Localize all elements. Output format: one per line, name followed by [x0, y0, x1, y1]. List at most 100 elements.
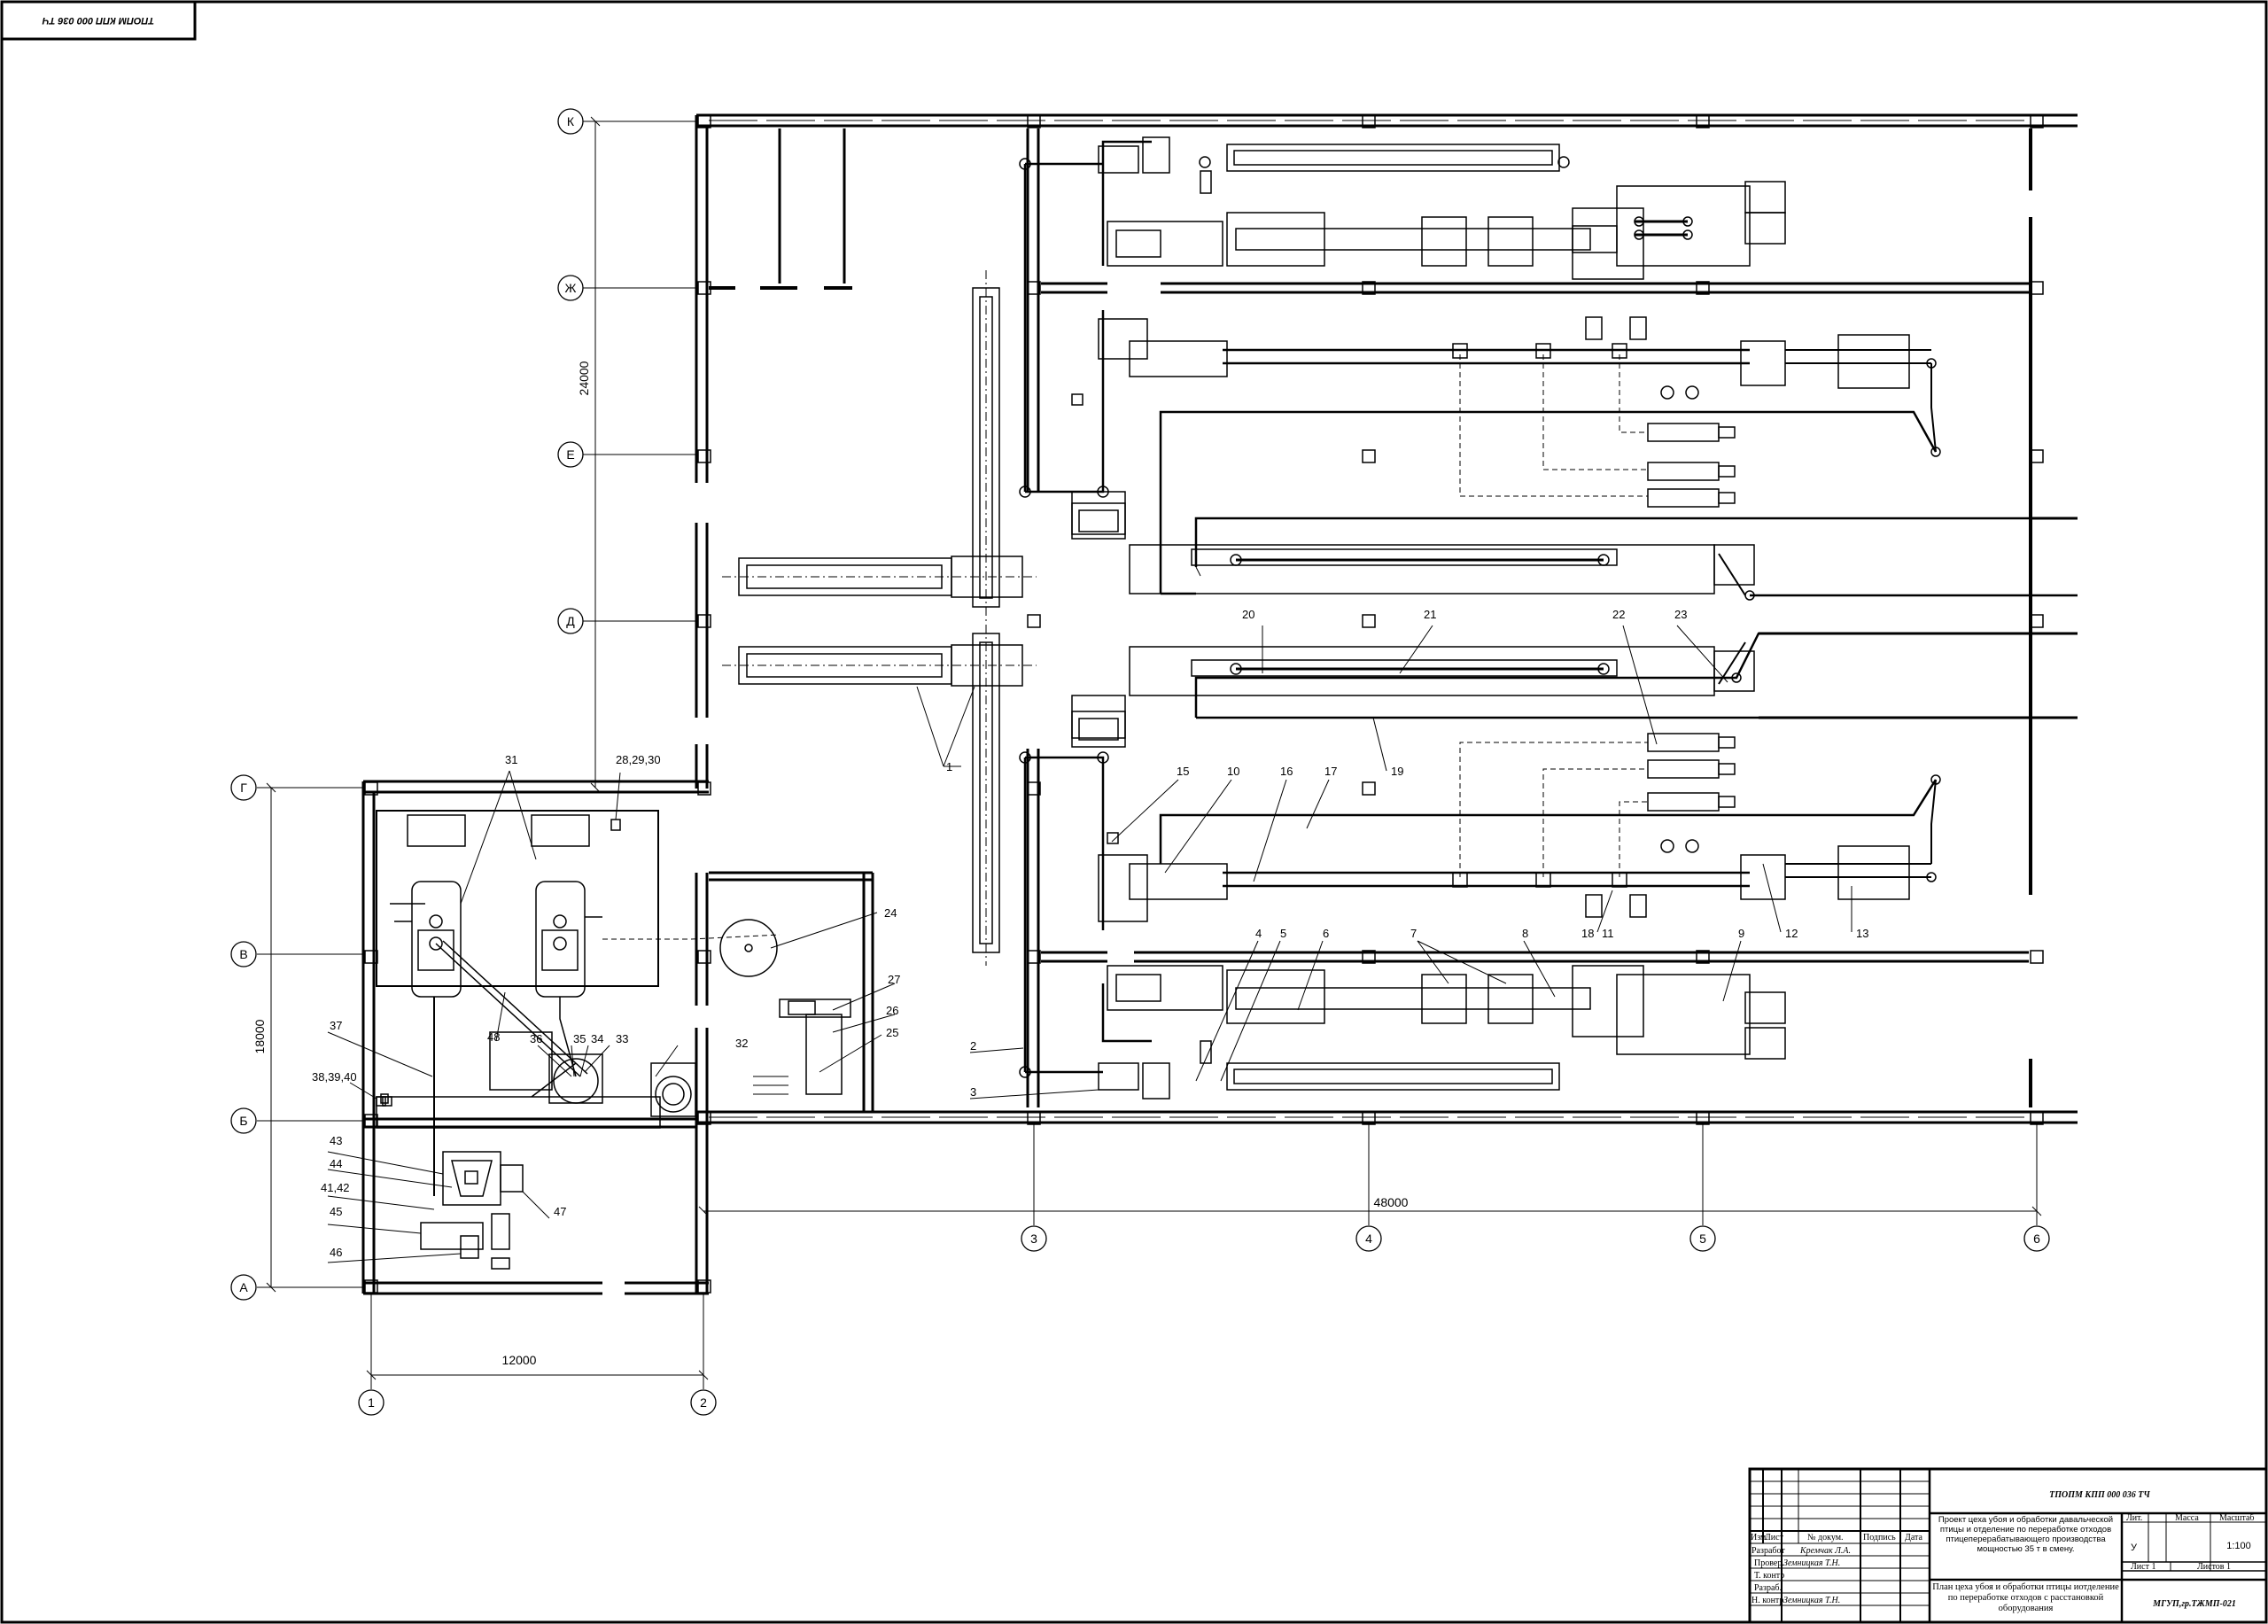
axis-v: В	[230, 941, 257, 967]
tb-name-0: Кремчак Л.А.	[1799, 1546, 1851, 1556]
svg-text:Б: Б	[239, 1114, 247, 1128]
callout-26: 26	[886, 1004, 898, 1017]
callout-9: 9	[1738, 927, 1744, 940]
top-stamp: ТПОПМ КПП 000 036 ТЧ	[0, 0, 197, 41]
callout-2: 2	[970, 1039, 976, 1053]
callout-46: 46	[330, 1246, 342, 1259]
svg-text:4: 4	[1365, 1232, 1372, 1246]
callout-35: 35	[573, 1032, 586, 1045]
callout-4: 4	[1255, 927, 1262, 940]
callout-33: 33	[616, 1032, 628, 1045]
windows	[709, 120, 2029, 1118]
axis-d: Д	[557, 608, 584, 634]
tb-mass-label: Масса	[2175, 1513, 2199, 1523]
callout-8: 8	[1522, 927, 1528, 940]
callout-41-42: 41,42	[321, 1181, 350, 1194]
svg-text:3: 3	[1030, 1232, 1037, 1246]
callout-34: 34	[591, 1032, 603, 1045]
tb-role-4: Н. контр	[1751, 1596, 1783, 1605]
axis-a: А	[230, 1274, 257, 1301]
callout-17: 17	[1324, 765, 1337, 778]
title-block	[1748, 1467, 2268, 1624]
columns	[364, 114, 2044, 1294]
svg-text:Е: Е	[566, 447, 574, 462]
callout-38-39-40: 38,39,40	[312, 1070, 357, 1084]
callout-28-29-30: 28,29,30	[616, 753, 661, 766]
dim-width-main: 48000	[1374, 1195, 1409, 1209]
axis-6: 6	[2023, 1225, 2050, 1252]
callout-10: 10	[1227, 765, 1239, 778]
callout-5: 5	[1280, 927, 1286, 940]
tb-header-sign: Подпись	[1863, 1533, 1896, 1542]
tb-scale-label: Масштаб	[2219, 1513, 2255, 1523]
callout-48: 48	[487, 1030, 500, 1044]
callout-24: 24	[884, 906, 897, 920]
svg-text:Г: Г	[240, 781, 247, 795]
tb-organization: МГУП,гр.ТЖМП-021	[2152, 1599, 2236, 1609]
tb-role-1: Провер.	[1754, 1558, 1784, 1568]
tb-name-1: Земницкая Т.Н.	[1783, 1558, 1840, 1568]
callout-45: 45	[330, 1205, 342, 1218]
callout-15: 15	[1177, 765, 1189, 778]
callout-22: 22	[1612, 608, 1625, 621]
callout-44: 44	[330, 1157, 342, 1170]
callout-19: 19	[1391, 765, 1403, 778]
dim-height-main: 24000	[577, 361, 591, 395]
callout-23: 23	[1674, 608, 1687, 621]
callout-21: 21	[1424, 608, 1436, 621]
equipment	[376, 136, 2078, 1270]
axis-zh: Ж	[557, 275, 584, 301]
tb-project-title: Проект цеха убоя и обработки давальческо…	[1938, 1515, 2114, 1554]
svg-text:6: 6	[2033, 1232, 2040, 1246]
tb-lit-value: У	[2131, 1542, 2138, 1553]
axis-grid	[257, 116, 2042, 1389]
tb-sheet-label: Лист 1	[2131, 1562, 2155, 1572]
svg-text:Ж: Ж	[565, 281, 577, 295]
tb-role-0: Разработ	[1751, 1546, 1785, 1556]
svg-text:1: 1	[368, 1395, 375, 1410]
axis-bubbles-numbers: 1 2 3 4 5 6	[358, 1225, 2050, 1416]
tb-header-date: Дата	[1905, 1533, 1922, 1542]
axis-g: Г	[230, 774, 257, 801]
callout-37: 37	[330, 1019, 342, 1032]
axis-bubbles-letters: К Ж Е Д Г В Б А	[230, 108, 584, 1301]
tb-sheet-title: План цеха убоя и обработки птицы иотделе…	[1932, 1582, 2119, 1613]
callout-36: 36	[530, 1032, 542, 1045]
axis-4: 4	[1355, 1225, 1382, 1252]
callout-43: 43	[330, 1134, 342, 1147]
svg-text:В: В	[239, 947, 247, 961]
axis-1: 1	[358, 1389, 384, 1416]
callout-47: 47	[554, 1205, 566, 1218]
axis-3: 3	[1021, 1225, 1047, 1252]
callout-27: 27	[888, 973, 900, 986]
tb-doc-code: ТПОПМ КПП 000 036 ТЧ	[2049, 1490, 2150, 1500]
leaders	[327, 625, 1852, 1263]
callout-3: 3	[970, 1085, 976, 1099]
tb-lit-label: Лит.	[2126, 1513, 2142, 1523]
axis-b: Б	[230, 1107, 257, 1134]
svg-text:5: 5	[1699, 1232, 1706, 1246]
dim-width-left: 12000	[502, 1353, 537, 1367]
axis-k: К	[557, 108, 584, 135]
tb-header-list: Лист	[1765, 1533, 1784, 1542]
axis-2: 2	[690, 1389, 717, 1416]
axis-e: Е	[557, 441, 584, 468]
svg-text:Д: Д	[566, 614, 575, 628]
tb-scale-value: 1:100	[2226, 1541, 2251, 1551]
tb-header-izm: Изм.	[1751, 1533, 1768, 1542]
tb-project-title-box: Проект цеха убоя и обработки давальческо…	[1938, 1515, 2114, 1554]
callout-7: 7	[1410, 927, 1417, 940]
callout-16: 16	[1280, 765, 1293, 778]
title-block-text: ТПОПМ КПП 000 036 ТЧ Изм. Лист № докум. …	[1751, 1490, 2255, 1613]
tb-header-doc: № докум.	[1807, 1533, 1844, 1542]
tb-sheets-label: Листов 1	[2197, 1562, 2231, 1572]
callout-32: 32	[735, 1037, 748, 1050]
callout-12: 12	[1785, 927, 1798, 940]
axis-5: 5	[1689, 1225, 1716, 1252]
callout-numbers: 1 2 3 4 5 6 7 8 9 10 11 12 13 15 16 17 1…	[312, 608, 1868, 1259]
callout-1: 1	[946, 760, 952, 773]
callout-18: 18	[1581, 927, 1594, 940]
callout-11: 11	[1602, 927, 1614, 940]
